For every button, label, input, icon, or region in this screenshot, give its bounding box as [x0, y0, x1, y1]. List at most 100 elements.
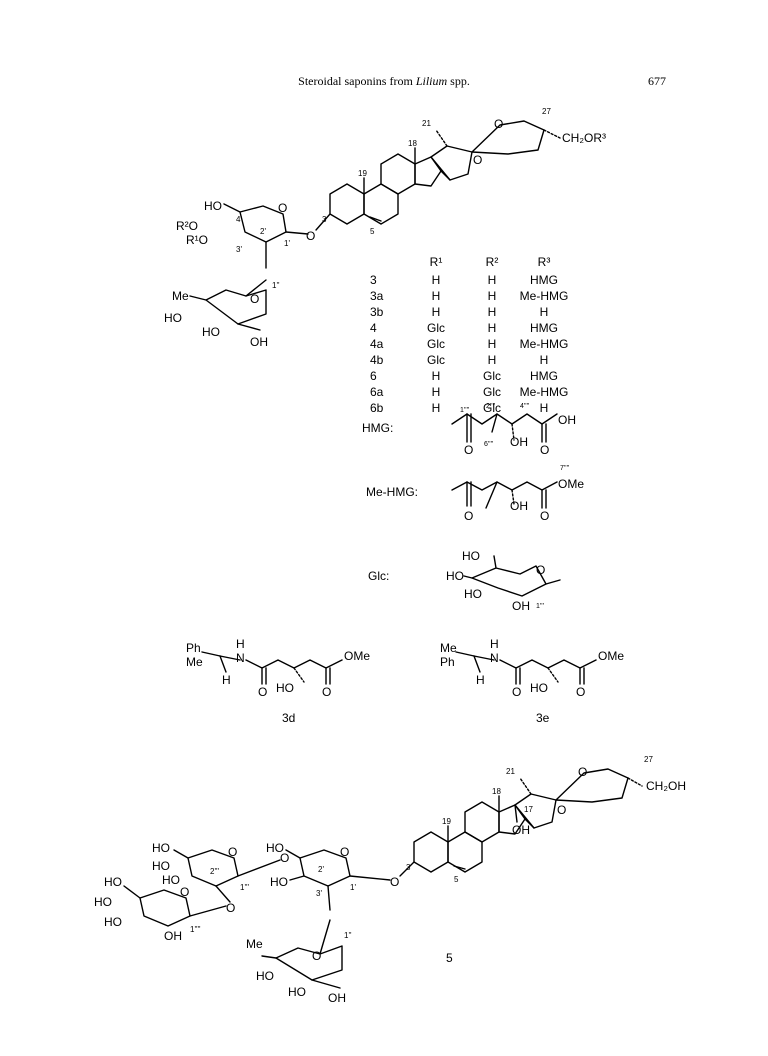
svg-text:6'''': 6'''' [484, 441, 493, 448]
svg-text:Ph: Ph [186, 641, 201, 655]
svg-text:HO: HO [530, 681, 548, 695]
svg-text:1': 1' [350, 883, 356, 892]
table-cell: Glc [483, 385, 501, 399]
table-header: R³ [538, 255, 551, 269]
svg-text:O: O [258, 685, 267, 699]
svg-text:Me-HMG:: Me-HMG: [366, 485, 418, 499]
svg-text:19: 19 [442, 817, 451, 826]
svg-text:HO: HO [270, 875, 288, 889]
svg-text:OH: OH [558, 413, 576, 427]
svg-text:O: O [322, 685, 331, 699]
svg-text:1': 1' [284, 239, 290, 248]
table-cell: HMG [530, 321, 558, 335]
table-cell: 4 [370, 321, 377, 335]
table-cell: H [432, 305, 441, 319]
table-header: R² [486, 255, 499, 269]
svg-text:O: O [280, 851, 289, 865]
compound-3d: Ph Me H H N HO OMe O O 3d [186, 637, 370, 725]
svg-text:O: O [540, 509, 549, 523]
svg-text:27: 27 [542, 107, 551, 116]
svg-text:2': 2' [260, 227, 266, 236]
table-cell: H [488, 289, 497, 303]
table-header: R¹ [430, 255, 443, 269]
table-cell: Glc [427, 337, 445, 351]
table-cell: 4a [370, 337, 384, 351]
svg-text:O: O [464, 443, 473, 457]
table-cell: Glc [483, 369, 501, 383]
compound-label-3e: 3e [536, 711, 550, 725]
svg-text:18: 18 [492, 787, 501, 796]
table-cell: Me-HMG [520, 385, 569, 399]
svg-text:2': 2' [318, 865, 324, 874]
svg-text:18: 18 [408, 139, 417, 148]
svg-text:HO: HO [152, 859, 170, 873]
svg-text:H: H [476, 673, 485, 687]
svg-text:21: 21 [506, 767, 515, 776]
svg-text:Me: Me [440, 641, 457, 655]
svg-text:O: O [557, 803, 566, 817]
svg-text:HO: HO [152, 841, 170, 855]
table-cell: H [488, 273, 497, 287]
svg-text:3': 3' [236, 245, 242, 254]
svg-text:O: O [312, 949, 321, 963]
svg-text:1'''': 1'''' [460, 407, 469, 414]
svg-text:CH₂OH: CH₂OH [646, 779, 686, 793]
svg-text:O: O [278, 201, 287, 215]
svg-text:4'''': 4'''' [520, 403, 529, 410]
svg-text:HO: HO [104, 875, 122, 889]
svg-text:5: 5 [454, 875, 459, 884]
svg-text:O: O [250, 292, 259, 306]
table-cell: 6b [370, 401, 384, 415]
svg-text:O: O [390, 875, 399, 889]
table-cell: 4b [370, 353, 384, 367]
svg-text:HO: HO [256, 969, 274, 983]
svg-text:7'''': 7'''' [560, 465, 569, 472]
svg-text:1''': 1''' [536, 603, 544, 610]
table-cell: Me-HMG [520, 337, 569, 351]
table-cell: H [432, 273, 441, 287]
table-cell: H [488, 337, 497, 351]
table-cell: H [432, 385, 441, 399]
table-cell: H [488, 353, 497, 367]
svg-text:OMe: OMe [558, 477, 584, 491]
svg-text:O: O [306, 229, 315, 243]
svg-text:2'''': 2'''' [486, 403, 495, 410]
svg-text:HO: HO [162, 873, 180, 887]
svg-text:HO: HO [202, 325, 220, 339]
svg-text:O: O [228, 845, 237, 859]
svg-text:H: H [222, 673, 231, 687]
svg-text:5: 5 [370, 227, 375, 236]
svg-text:17: 17 [524, 805, 533, 814]
svg-text:OH: OH [510, 435, 528, 449]
svg-text:OMe: OMe [598, 649, 624, 663]
svg-text:HO: HO [94, 895, 112, 909]
svg-text:3: 3 [406, 863, 411, 872]
steroid-structure-5: 27 CH₂OH 21 18 17 OH 19 3 5 O O O O O O … [94, 755, 686, 1005]
svg-text:O: O [494, 117, 503, 131]
svg-text:O: O [340, 845, 349, 859]
svg-text:2''': 2''' [210, 867, 220, 876]
table-cell: Glc [483, 401, 501, 415]
table-cell: H [540, 401, 549, 415]
compound-label-3d: 3d [282, 711, 295, 725]
hmg-definition: HMG: 1'''' 2'''' 4'''' 6'''' OH OH O O [362, 403, 576, 457]
table-cell: Me-HMG [520, 289, 569, 303]
svg-text:R²O: R²O [176, 219, 198, 233]
svg-text:O: O [578, 765, 587, 779]
svg-text:O: O [473, 153, 482, 167]
svg-text:O: O [536, 563, 545, 577]
svg-text:OH: OH [250, 335, 268, 349]
svg-text:1'': 1'' [272, 281, 280, 290]
svg-text:N: N [490, 651, 499, 665]
svg-text:HMG:: HMG: [362, 421, 393, 435]
svg-text:OH: OH [164, 929, 182, 943]
svg-text:1'''': 1'''' [190, 925, 201, 934]
svg-text:HO: HO [446, 569, 464, 583]
svg-text:Me: Me [246, 937, 263, 951]
table-cell: H [488, 321, 497, 335]
compound-3e: Me Ph H H N HO OMe O O 3e [440, 637, 624, 725]
mehmg-definition: Me-HMG: 7'''' OMe OH O O [366, 465, 584, 523]
steroid-structure-top: 27 CH₂OR³ 21 18 19 3 5 O O O O O HO R²O … [164, 107, 606, 349]
compound-label-5: 5 [446, 951, 453, 965]
svg-text:OMe: OMe [344, 649, 370, 663]
